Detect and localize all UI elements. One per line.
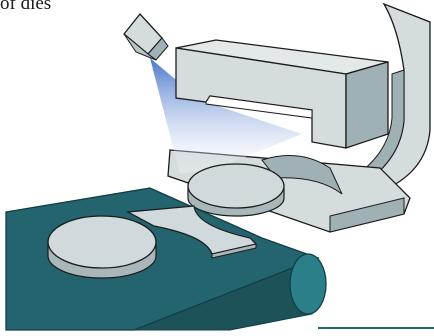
conveyor-disc bbox=[48, 216, 156, 278]
roller-end bbox=[290, 254, 326, 314]
camera-icon bbox=[124, 14, 168, 60]
bridge-side bbox=[346, 62, 388, 148]
inspected-part bbox=[188, 164, 284, 216]
caption-fragment: of dies bbox=[0, 0, 51, 15]
